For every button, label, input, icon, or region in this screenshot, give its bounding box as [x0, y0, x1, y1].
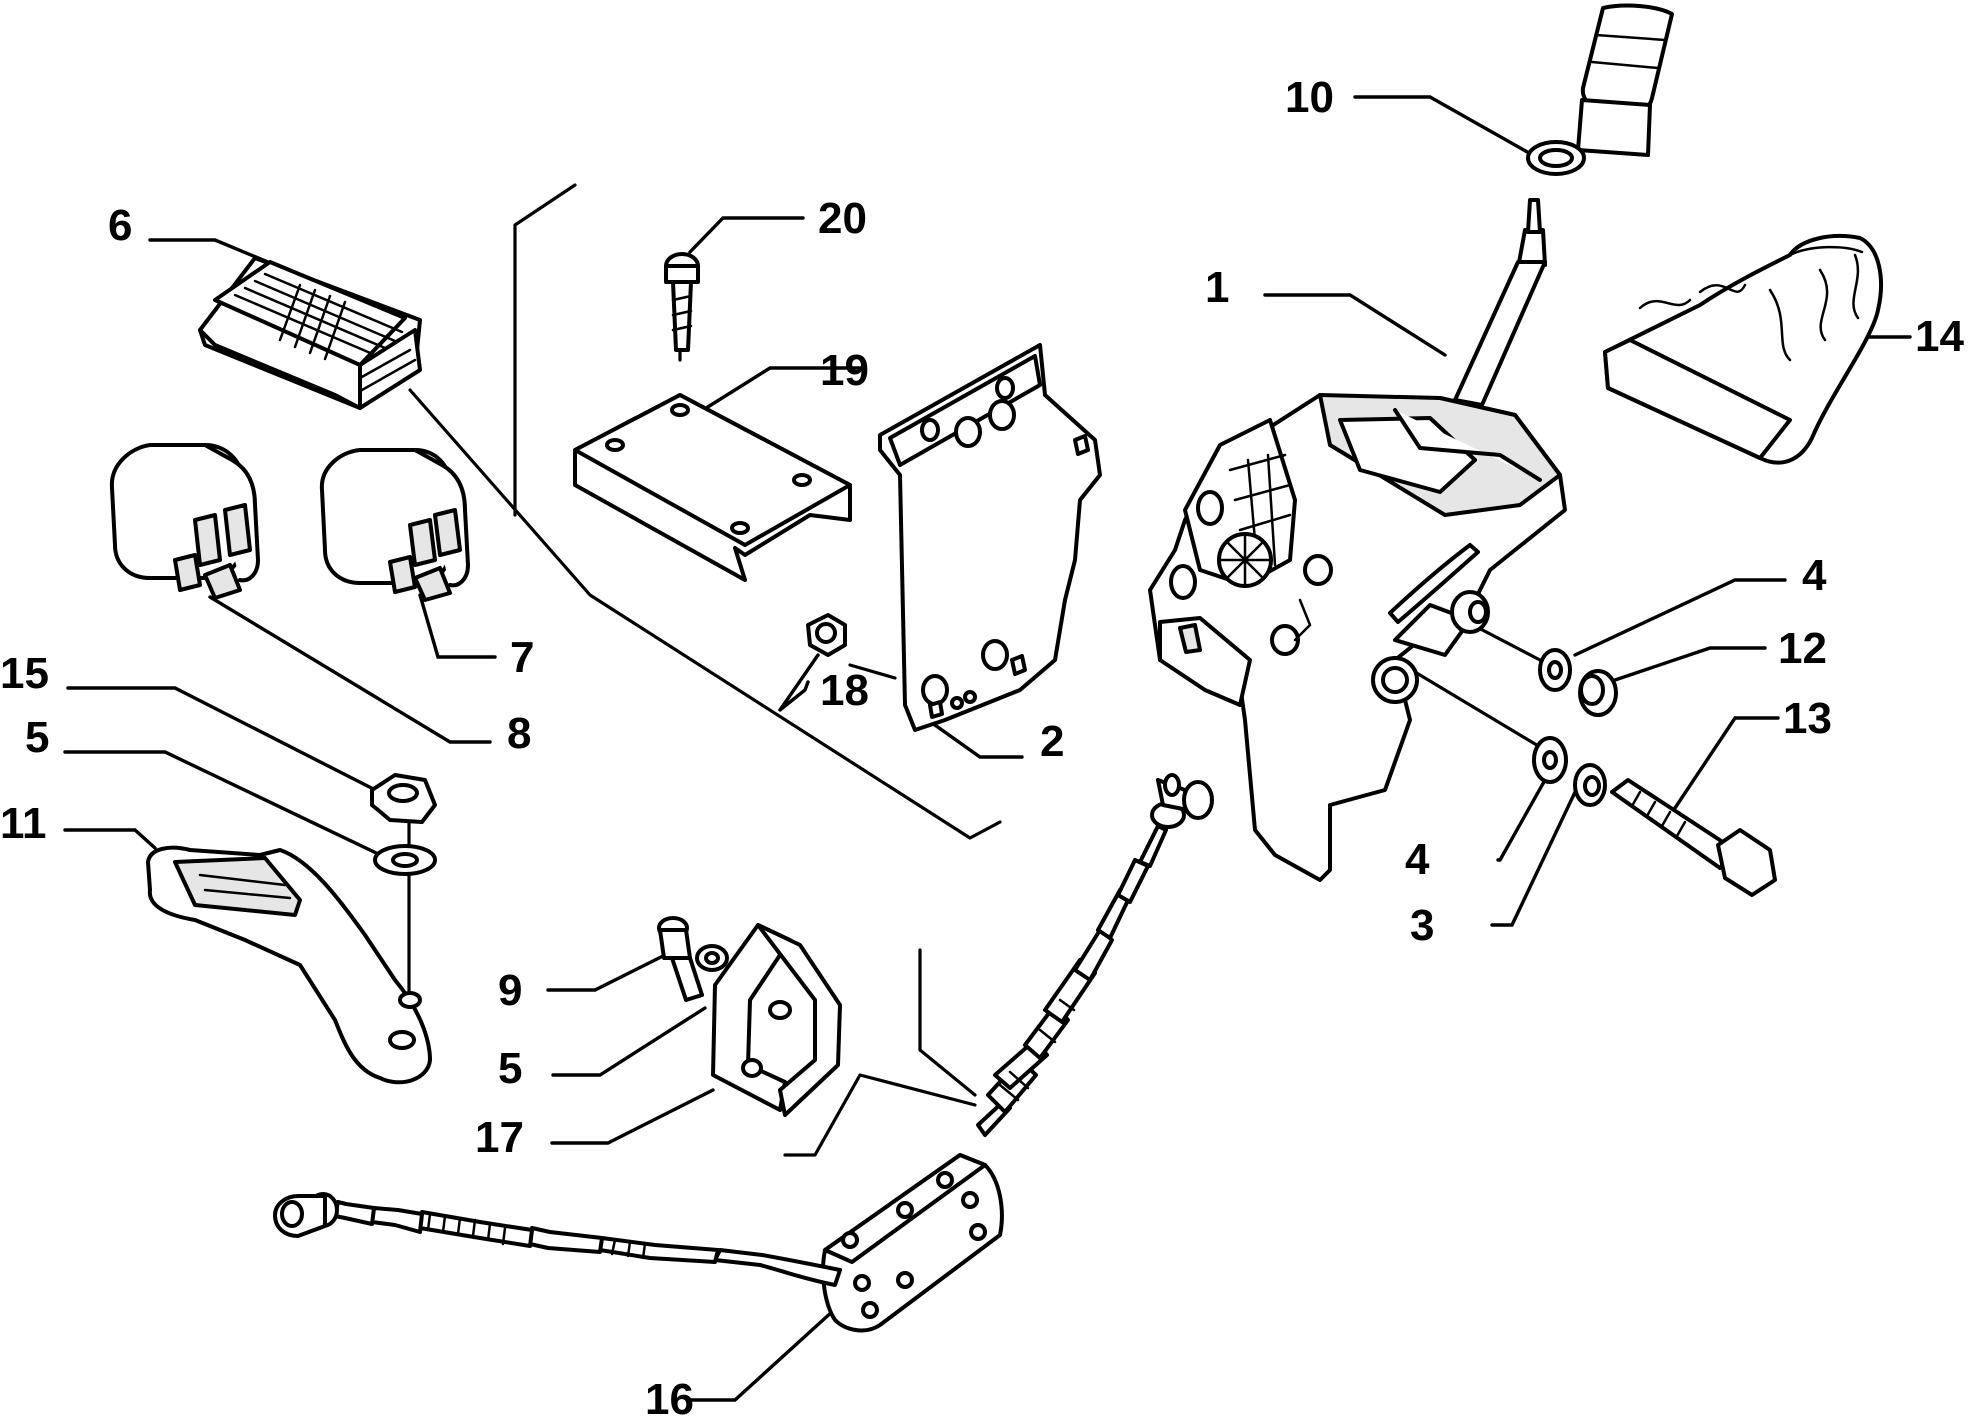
- callout-10: 10: [1285, 73, 1334, 122]
- callout-1: 1: [1205, 263, 1229, 312]
- callout-2: 2: [1040, 717, 1064, 766]
- callout-15: 15: [0, 649, 49, 698]
- callout-5-lower: 5: [498, 1044, 522, 1093]
- nut-part-12: [1578, 669, 1618, 717]
- relay-part-7: [319, 448, 470, 602]
- bracket-arm-part-11: [146, 845, 432, 1085]
- washer-part-5-upper: [373, 844, 437, 876]
- bracket-plate-part-2: [878, 343, 1102, 732]
- washer-part-5-lower: [695, 944, 729, 972]
- callout-3: 3: [1410, 901, 1434, 950]
- angle-bracket-part-17: [711, 923, 842, 1117]
- gear-boot-part: [1603, 233, 1883, 465]
- callout-9: 9: [498, 966, 522, 1015]
- callout-19: 19: [820, 346, 869, 395]
- callout-7: 7: [510, 633, 534, 682]
- leader-lines: [63, 95, 1912, 1402]
- relay-part-8: [109, 443, 260, 600]
- nut-part-18: [806, 613, 847, 657]
- washer-part-4-upper: [1538, 648, 1572, 692]
- screw-part-20: [664, 252, 700, 352]
- callout-8: 8: [507, 709, 531, 758]
- spring-washer-part-3: [1573, 763, 1607, 807]
- callout-4-upper: 4: [1802, 551, 1827, 600]
- nut-part-15: [370, 773, 437, 824]
- callout-14: 14: [1915, 312, 1964, 361]
- callout-13: 13: [1783, 694, 1832, 743]
- bolt-part-13: [1610, 778, 1777, 897]
- callout-5-upper: 5: [25, 713, 49, 762]
- washer-part-4-lower: [1532, 736, 1568, 784]
- callout-6: 6: [108, 201, 132, 250]
- screw-part-9: [657, 916, 704, 1002]
- callout-labels: 10 20 6 1 14 19 4 12 7 15 18 13 8 5 2 11…: [0, 73, 1964, 1416]
- callout-11: 11: [0, 799, 47, 848]
- control-unit-part: [198, 256, 422, 410]
- callout-16: 16: [645, 1375, 694, 1416]
- callout-17: 17: [475, 1113, 524, 1162]
- cable-assembly-part-16: [273, 773, 1214, 1333]
- callout-4-lower: 4: [1405, 835, 1430, 884]
- plate-part-19: [573, 393, 852, 582]
- callout-20: 20: [818, 194, 867, 243]
- gear-knob-part: [1526, 3, 1674, 176]
- callout-18: 18: [820, 666, 869, 715]
- gear-shifter-assembly: [1148, 198, 1567, 882]
- callout-12: 12: [1778, 624, 1827, 673]
